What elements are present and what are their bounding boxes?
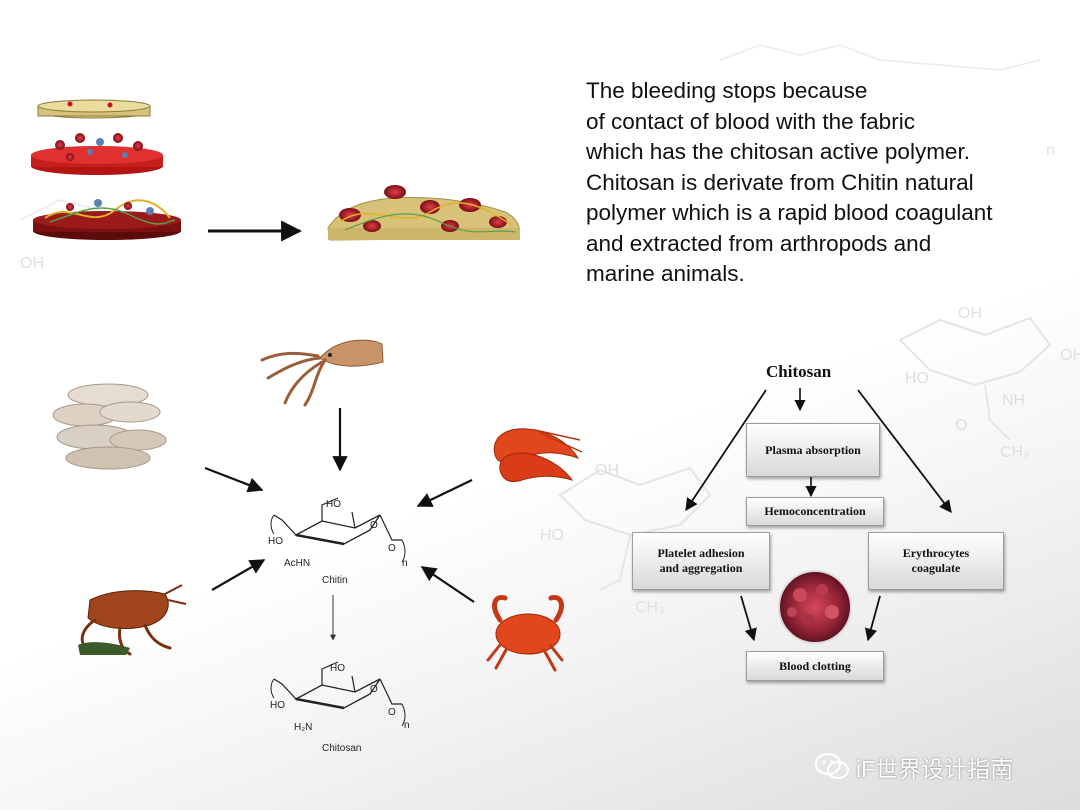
bg-oh-3: OH [595,462,619,479]
lobster-icon [78,584,187,656]
shrimp-icon [493,428,583,483]
bg-ch3-b: CH₃ [635,599,665,616]
chitosan-o-ring: O [370,684,378,695]
chitosan-name: Chitosan [322,743,361,754]
flowchart-title: Chitosan [766,362,832,381]
description-text: The bleeding stops because of contact of… [586,78,993,286]
clotted-fabric [327,185,520,241]
bg-ch3: CH₃ [1000,444,1030,461]
squid-icon [260,339,384,407]
fabric-layer-stack [31,99,181,240]
mushroom-icon [52,383,167,470]
chitin-o-ring: O [370,520,378,531]
bg-nh: NH [1002,392,1025,409]
chitosan-structure: HO HO H₂N O O n Chitosan [270,661,410,754]
bg-oh-4: OH [20,255,44,272]
watermark: iF世界设计指南 [814,750,1013,784]
chitin-n: n [402,558,408,569]
bg-ho-1: HO [905,370,929,387]
chitin-o-right: O [388,543,396,554]
bg-o-1: O [955,417,967,434]
chitosan-ho-left: HO [270,700,285,711]
chitosan-o-right: O [388,707,396,718]
bg-ho-2: HO [540,527,564,544]
chitosan-n: n [404,720,410,731]
chitin-name: Chitin [322,575,348,586]
chitin-structure: HO HO AcHN O O n Chitin [268,497,408,586]
platelet-adhesion-box: Platelet adhesion and aggregation [632,532,770,590]
chitin-achn: AcHN [284,558,310,569]
source-arrows [204,408,475,641]
top-margin [0,0,1080,48]
chitin-ho-top: HO [326,499,341,510]
blood-clotting-box: Blood clotting [746,651,884,681]
bg-oh-2: OH [1060,347,1080,364]
watermark-text: iF世界设计指南 [856,756,1014,782]
wechat-icon [814,752,850,780]
chitosan-h2n: H₂N [294,722,312,733]
crab-icon [486,594,564,672]
erythrocytes-box: Erythrocytes coagulate [868,532,1004,590]
bg-oh-1: OH [958,305,982,322]
hemoconcentration-box: Hemoconcentration [746,497,884,526]
plasma-absorption-box: Plasma absorption [746,423,880,477]
background-chemistry: OH HO NH CH₃ OH O n OH HO CH₃ OH [19,43,1080,616]
chitin-ho-left: HO [268,536,283,547]
bg-n-1: n [1046,142,1055,159]
flowchart-arrows [685,388,952,642]
chitosan-ho-top: HO [330,663,345,674]
blood-clot-image [778,570,852,644]
